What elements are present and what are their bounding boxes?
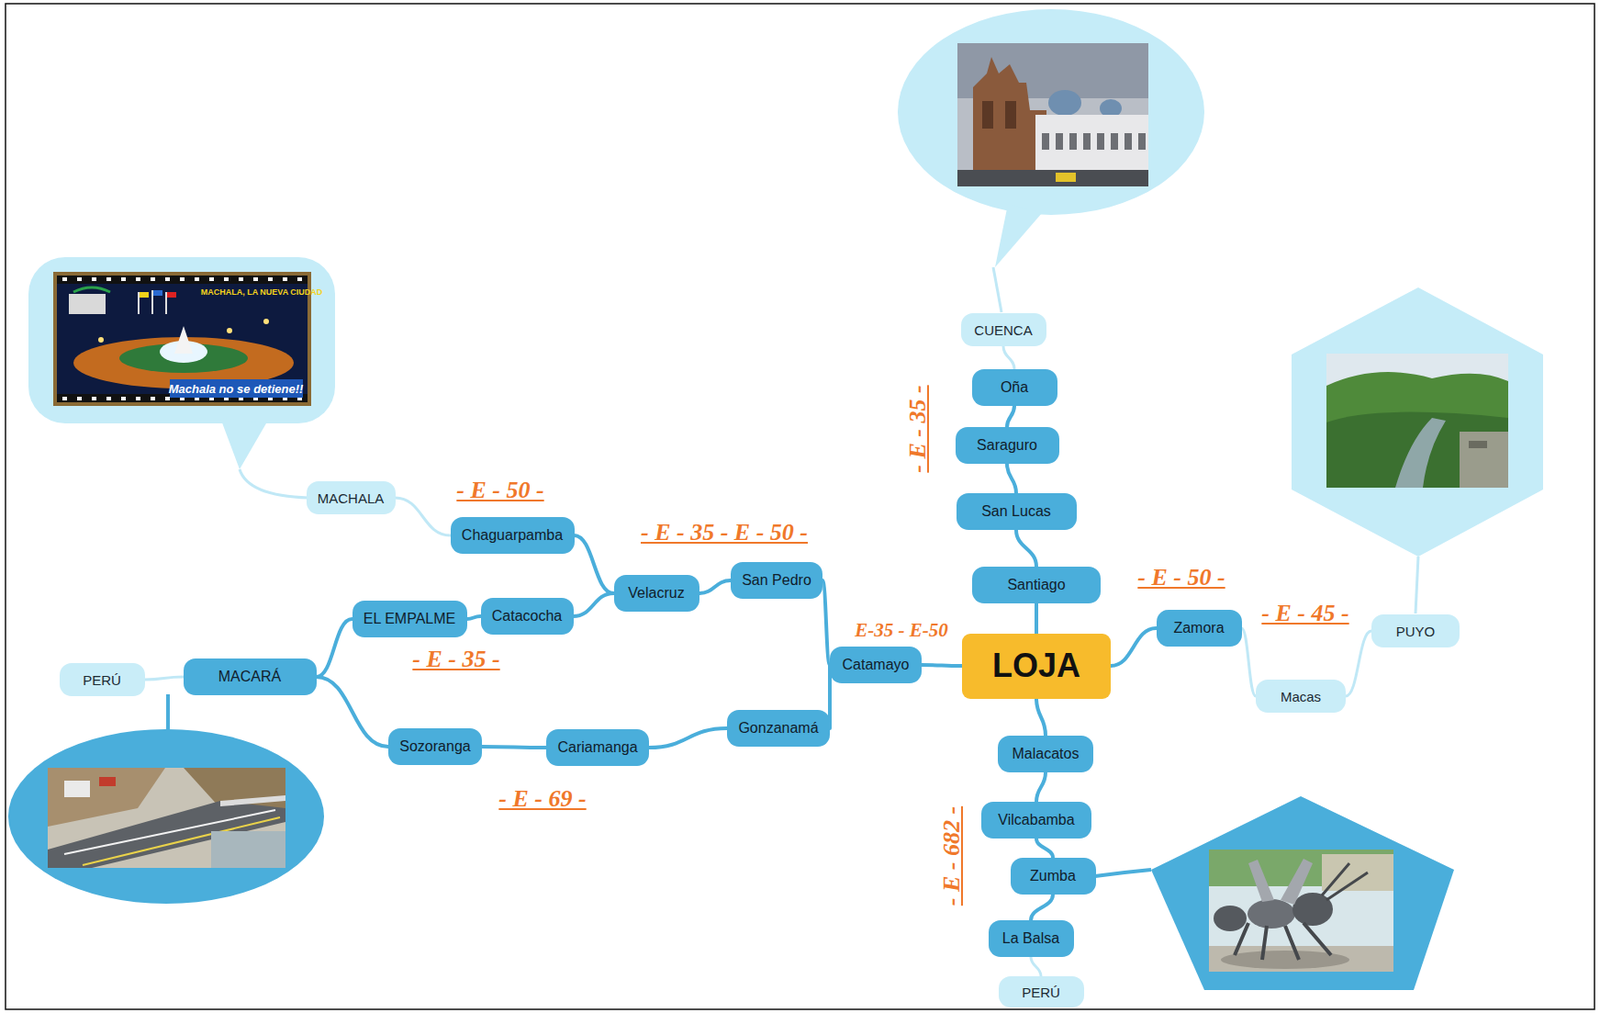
node-label: Macas [1280,688,1321,705]
route-connector [316,676,390,747]
route-connector [1036,772,1046,802]
town-node: Catacocha [481,597,574,635]
town-node: Saraguro [955,426,1060,464]
town-node: MACARÁ [183,658,317,695]
cuenca-callout [897,9,1205,313]
node-label: PERÚ [1021,984,1061,1000]
route-connector [1016,529,1037,567]
node-label: Malacatos [1012,745,1080,762]
town-node: San Lucas [956,492,1077,530]
road-code: - E - 45 - [1261,599,1349,627]
page-frame [5,3,1595,1009]
node-label: La Balsa [1002,929,1060,947]
macara-callout [8,693,325,904]
route-connector [1345,630,1372,696]
town-node: EL EMPALME [352,600,468,638]
node-label: Catacocha [492,607,563,625]
route-connector [648,727,728,748]
machala-callout [28,257,336,498]
puyo-callout [1291,287,1544,614]
road-code: - E - 69 - [498,784,586,813]
route-connector [1036,698,1046,737]
route-connector [145,676,184,680]
node-label: Cariamanga [557,738,638,756]
town-node: Catamayo [829,646,922,683]
town-node: Zamora [1156,609,1242,647]
route-connector [395,497,451,536]
town-node: La Balsa [988,919,1075,957]
node-label: PUYO [1396,623,1436,639]
node-label: EL EMPALME [363,610,456,627]
route-connector [467,615,482,619]
node-label: Gonzanamá [738,719,818,737]
node-label: Oña [1000,379,1029,396]
road-code: - E - 35 - [904,384,932,472]
road-code: - E - 35 - [412,645,500,673]
node-label: Santiago [1006,576,1065,594]
town-node: Cariamanga [546,728,649,766]
route-connector [1036,838,1053,858]
node-label: Zamora [1173,619,1224,637]
node-label: MACHALA [317,490,385,506]
town-node: Velacruz [614,574,700,612]
town-node: Zumba [1010,857,1097,895]
road-code: - E - 50 - [1137,563,1225,592]
node-label: Vilcabamba [997,811,1075,828]
route-connector [1110,627,1157,666]
node-label: San Lucas [981,503,1052,520]
route-connector [921,664,963,666]
destination-node: CUENCA [961,313,1047,347]
node-label: Chaguarpamba [461,526,563,544]
town-node: Sozoranga [388,727,482,765]
node-label: Catamayo [842,656,910,673]
photo-caption: Machala no se detiene!! [168,381,304,396]
road-code: - E - 682 - [938,805,966,906]
node-label: Velacruz [627,584,684,602]
destination-node: PUYO [1371,614,1460,648]
route-connector [1034,603,1039,634]
route-connector [1030,894,1053,920]
road-code: - E - 35 - E - 50 - [640,518,808,547]
road-code: E-35 - E-50 [854,618,949,642]
town-node: Chaguarpamba [450,516,575,554]
zumba-callout [1095,795,1455,990]
node-label: MACARÁ [218,668,281,685]
town-node: Oña [972,369,1058,406]
destination-node: PERÚ [59,662,146,696]
node-label: CUENCA [973,322,1032,338]
route-connector [316,618,353,677]
town-node: San Pedro [730,561,823,599]
route-connector [1006,463,1017,493]
route-connector [1006,405,1015,427]
node-label: Sozoranga [399,738,470,755]
destination-node: PERÚ [998,975,1085,1007]
route-connector [573,593,615,616]
node-label: PERÚ [82,671,122,688]
destination-node: Macas [1255,679,1346,713]
route-connector [699,580,732,594]
town-node: Gonzanamá [727,709,830,747]
town-node: Santiago [972,566,1101,604]
route-connector [1241,627,1257,696]
photo-text: MACHALA, LA NUEVA CIUDAD [201,287,324,297]
node-label: San Pedro [741,571,812,589]
town-node: Vilcabamba [981,801,1092,839]
route-connector [1030,956,1041,976]
route-connector [1003,346,1015,370]
town-node: Malacatos [997,735,1094,773]
route-connector [822,580,830,665]
node-label: Zumba [1029,867,1076,884]
central-node: LOJA [962,633,1111,699]
node-label: Saraguro [976,436,1038,454]
node-label: LOJA [992,646,1081,685]
road-code: - E - 50 - [456,476,544,504]
destination-node: MACHALA [306,481,396,515]
route-connector [574,535,615,594]
route-connector [481,746,547,748]
